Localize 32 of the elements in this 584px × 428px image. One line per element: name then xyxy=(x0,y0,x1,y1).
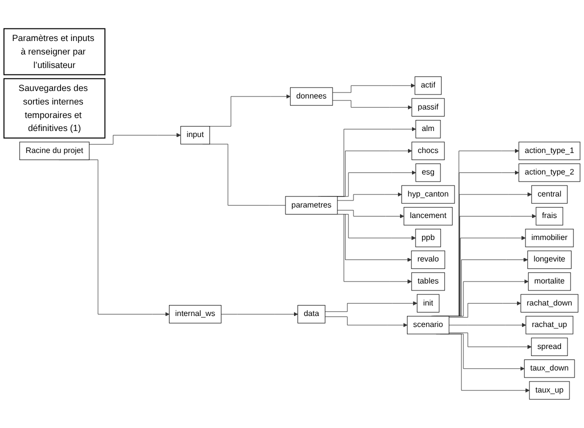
node-box xyxy=(19,142,90,160)
node-box xyxy=(414,76,442,95)
node-box xyxy=(536,207,564,226)
node-box xyxy=(416,294,440,312)
node-box xyxy=(411,272,445,291)
node-box xyxy=(412,98,445,117)
node-box xyxy=(406,316,450,334)
node-box xyxy=(290,87,333,106)
node-box xyxy=(285,196,338,214)
node-box xyxy=(520,294,578,312)
node-box xyxy=(518,164,580,182)
node-box xyxy=(415,228,441,248)
node-box xyxy=(527,250,572,269)
node-box xyxy=(525,228,574,248)
node-box xyxy=(298,305,326,324)
node-box xyxy=(3,28,106,76)
node-box xyxy=(531,338,568,356)
node-box xyxy=(404,207,453,226)
node-box xyxy=(411,250,446,269)
node-box xyxy=(416,120,441,138)
node-box xyxy=(416,164,441,182)
node-box xyxy=(526,316,574,334)
node-box xyxy=(3,78,106,139)
node-box xyxy=(518,142,580,160)
node-box xyxy=(528,272,571,291)
node-box xyxy=(180,126,210,144)
node-box xyxy=(168,305,222,324)
node-box xyxy=(412,142,445,160)
node-box xyxy=(401,185,455,204)
node-box xyxy=(524,359,575,378)
node-box xyxy=(531,185,568,204)
node-box xyxy=(529,381,570,400)
